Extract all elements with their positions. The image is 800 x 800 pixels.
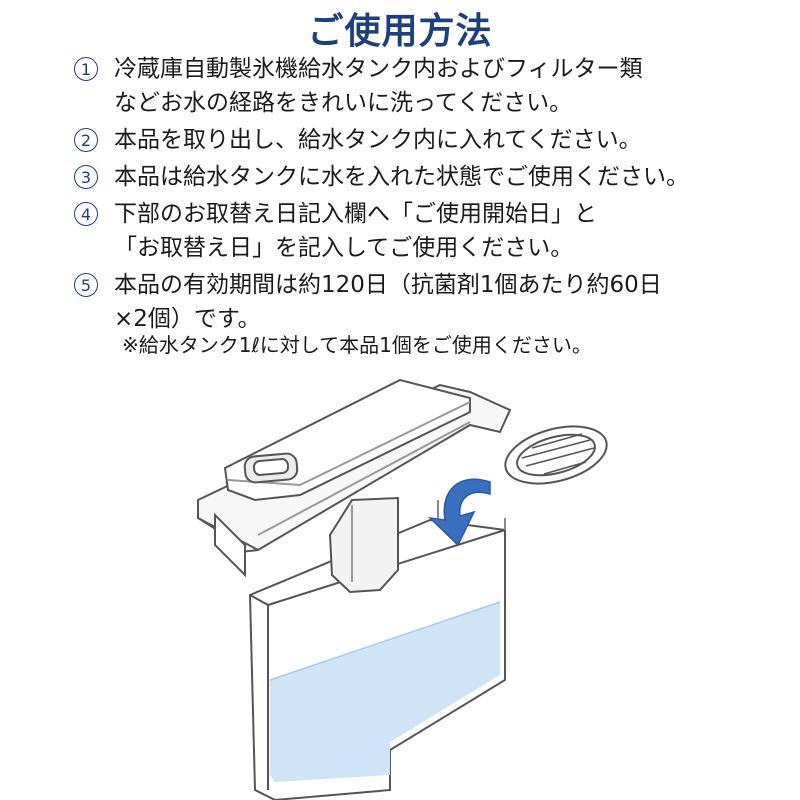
step-text-line: ×2個）です。: [114, 306, 261, 332]
step-text-line: 本品は給水タンクに水を入れた状態でご使用ください。: [114, 164, 689, 190]
step-number: 5: [74, 273, 98, 297]
step-text-line: などお水の経路をきれいに洗ってください。: [114, 90, 573, 116]
step-text-line: 本品の有効期間は約120日（抗菌剤1個あたり約60日: [114, 272, 662, 298]
water: [269, 601, 501, 782]
step-text-line: 本品を取り出し、給水タンク内に入れてください。: [114, 127, 642, 153]
step-4: 4 下部のお取替え日記入欄へ「ご使用開始日」と 「お取替え日」を記入してご使用く…: [74, 197, 774, 265]
step-text-line: 「お取替え日」を記入してご使用ください。: [114, 235, 574, 261]
step-text-line: 冷蔵庫自動製氷機給水タンク内およびフィルター類: [114, 56, 643, 82]
step-text-line: 下部のお取替え日記入欄へ「ご使用開始日」と: [114, 201, 597, 227]
step-2: 2 本品を取り出し、給水タンク内に入れてください。: [74, 123, 774, 157]
curved-arrow-icon: [427, 478, 491, 547]
step-3: 3 本品は給水タンクに水を入れた状態でご使用ください。: [74, 160, 774, 194]
step-number: 3: [74, 165, 98, 189]
step-number: 1: [74, 57, 98, 81]
step-1: 1 冷蔵庫自動製氷機給水タンク内およびフィルター類 などお水の経路をきれいに洗っ…: [74, 52, 774, 120]
filter-disc: [504, 425, 608, 485]
usage-note: ※給水タンク1ℓに対して本品1個をご使用ください。: [122, 333, 592, 357]
product-illustration: [197, 378, 608, 800]
page-title: ご使用方法: [307, 11, 493, 52]
product-stem: [328, 496, 399, 594]
product-cap: [223, 378, 471, 502]
step-number: 2: [74, 128, 98, 152]
instruction-steps: 1 冷蔵庫自動製氷機給水タンク内およびフィルター類 などお水の経路をきれいに洗っ…: [74, 52, 774, 339]
step-number: 4: [74, 202, 98, 226]
step-5: 5 本品の有効期間は約120日（抗菌剤1個あたり約60日 ×2個）です。: [74, 268, 774, 336]
